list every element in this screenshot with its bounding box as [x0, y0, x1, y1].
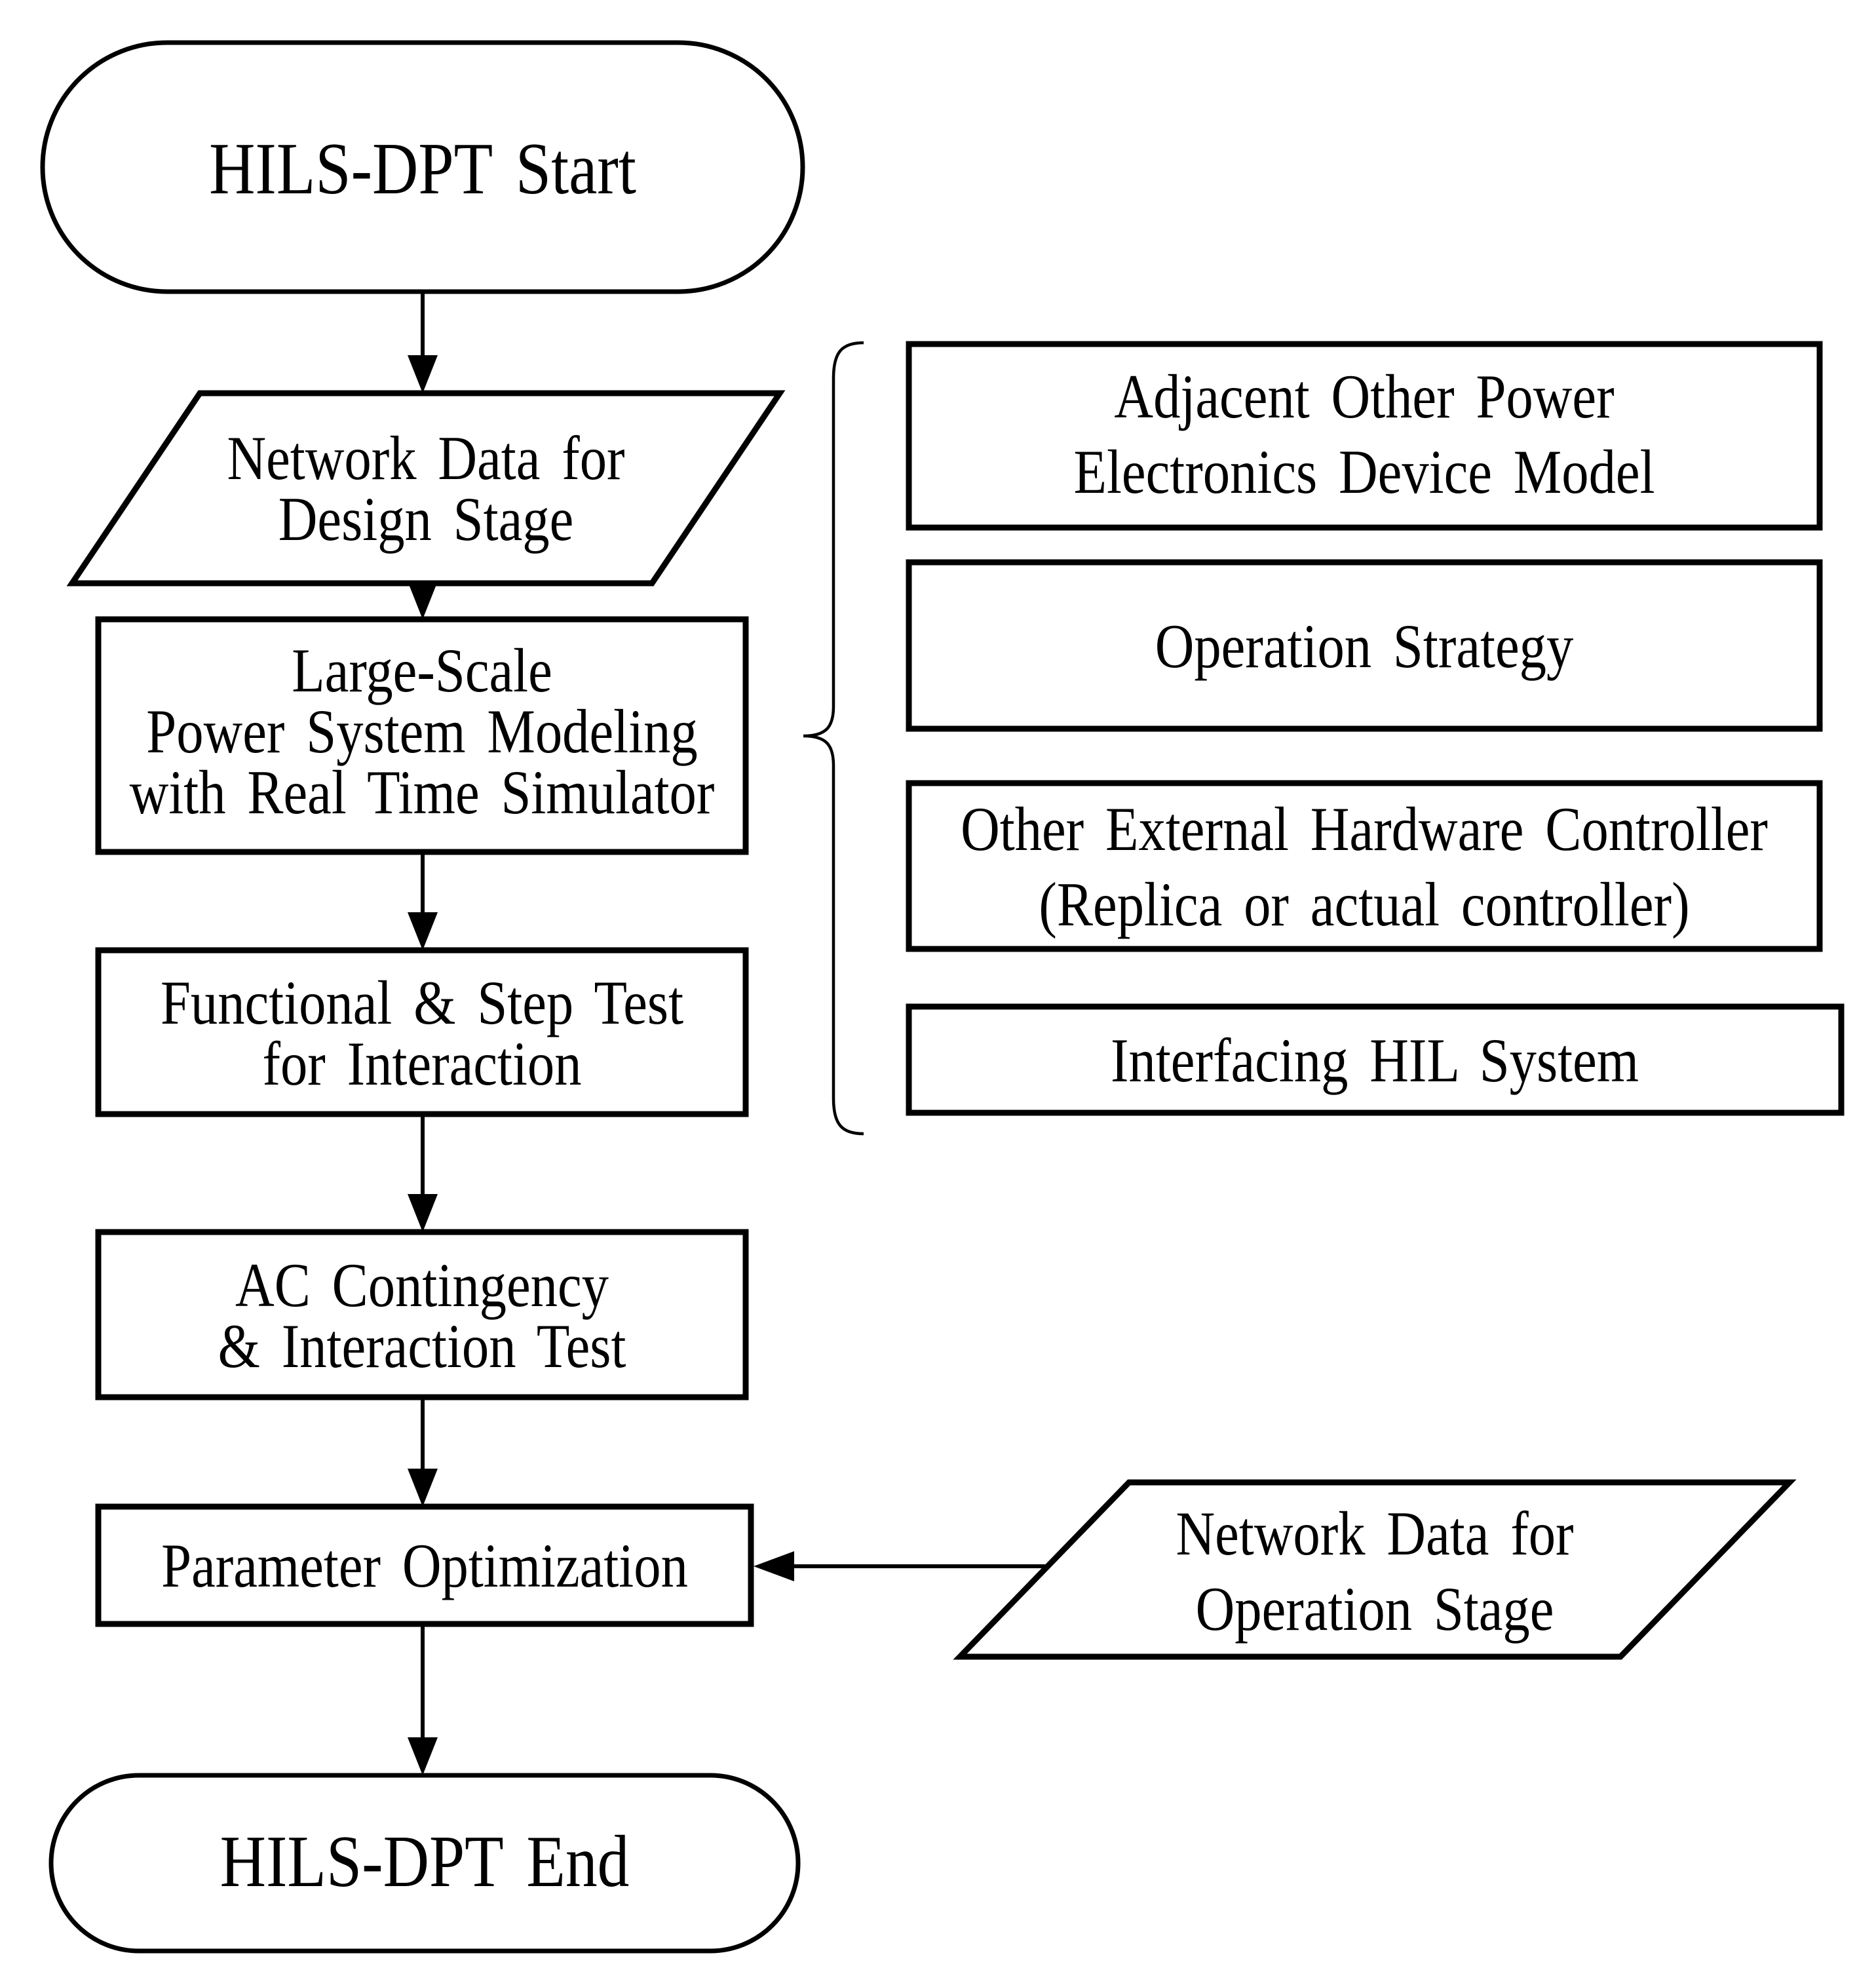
- edge-functional-to-contingency-arrowhead: [408, 1194, 438, 1232]
- node-parameter-opt-label: Parameter Optimization: [161, 1532, 688, 1601]
- edge-large-scale-to-functional-arrowhead: [408, 912, 438, 950]
- node-end-terminator: [48, 1773, 801, 1954]
- node-operation-strategy-label: Operation Strategy: [1155, 613, 1574, 682]
- node-adjacent-device-line1: Adjacent Other Power: [1114, 363, 1614, 432]
- node-large-scale-line1: Large-Scale: [292, 637, 552, 706]
- edge-network-design-to-large-scale-arrowhead: [408, 581, 438, 619]
- node-network-operation-line1: Network Data for: [1176, 1500, 1573, 1569]
- node-adjacent-device-box: [906, 341, 1823, 531]
- node-ac-contingency-line2: & Interaction Test: [218, 1313, 626, 1381]
- node-external-controller-line2: (Replica or actual controller): [1039, 871, 1689, 940]
- node-end-label: HILS-DPT End: [220, 1821, 630, 1902]
- node-large-scale-box: [95, 616, 749, 855]
- node-network-design-line2: Design Stage: [278, 486, 574, 554]
- node-network-design-parallelogram: [66, 390, 786, 587]
- node-interfacing-hil-label: Interfacing HIL System: [1111, 1027, 1639, 1096]
- brace-group: [803, 341, 864, 1136]
- node-ac-contingency-box: [95, 1229, 749, 1400]
- node-functional-test-line1: Functional & Step Test: [161, 969, 683, 1038]
- node-external-controller-line1: Other External Hardware Controller: [961, 796, 1768, 864]
- edge-parameter-to-end-arrowhead: [408, 1737, 438, 1775]
- node-network-operation-parallelogram: [953, 1479, 1797, 1660]
- edge-network-operation-to-parameter-arrowhead: [754, 1551, 794, 1581]
- node-functional-test-box: [95, 947, 749, 1117]
- node-start-label: HILS-DPT Start: [209, 128, 636, 210]
- node-functional-test-line2: for Interaction: [262, 1030, 581, 1099]
- node-operation-strategy-box: [906, 559, 1823, 732]
- node-external-controller-box: [906, 780, 1823, 952]
- node-large-scale-line2: Power System Modeling: [146, 698, 697, 767]
- node-ac-contingency-line1: AC Contingency: [235, 1252, 609, 1321]
- edge-start-to-network-design-arrowhead: [408, 355, 438, 393]
- node-interfacing-hil-box: [906, 1003, 1845, 1116]
- edge-contingency-to-parameter-arrowhead: [408, 1469, 438, 1507]
- node-adjacent-device-line2: Electronics Device Model: [1073, 438, 1655, 507]
- node-parameter-opt-box: [95, 1503, 754, 1627]
- node-network-operation-line2: Operation Stage: [1196, 1575, 1554, 1644]
- node-large-scale-line3: with Real Time Simulator: [130, 759, 715, 828]
- node-network-design-line1: Network Data for: [227, 425, 624, 493]
